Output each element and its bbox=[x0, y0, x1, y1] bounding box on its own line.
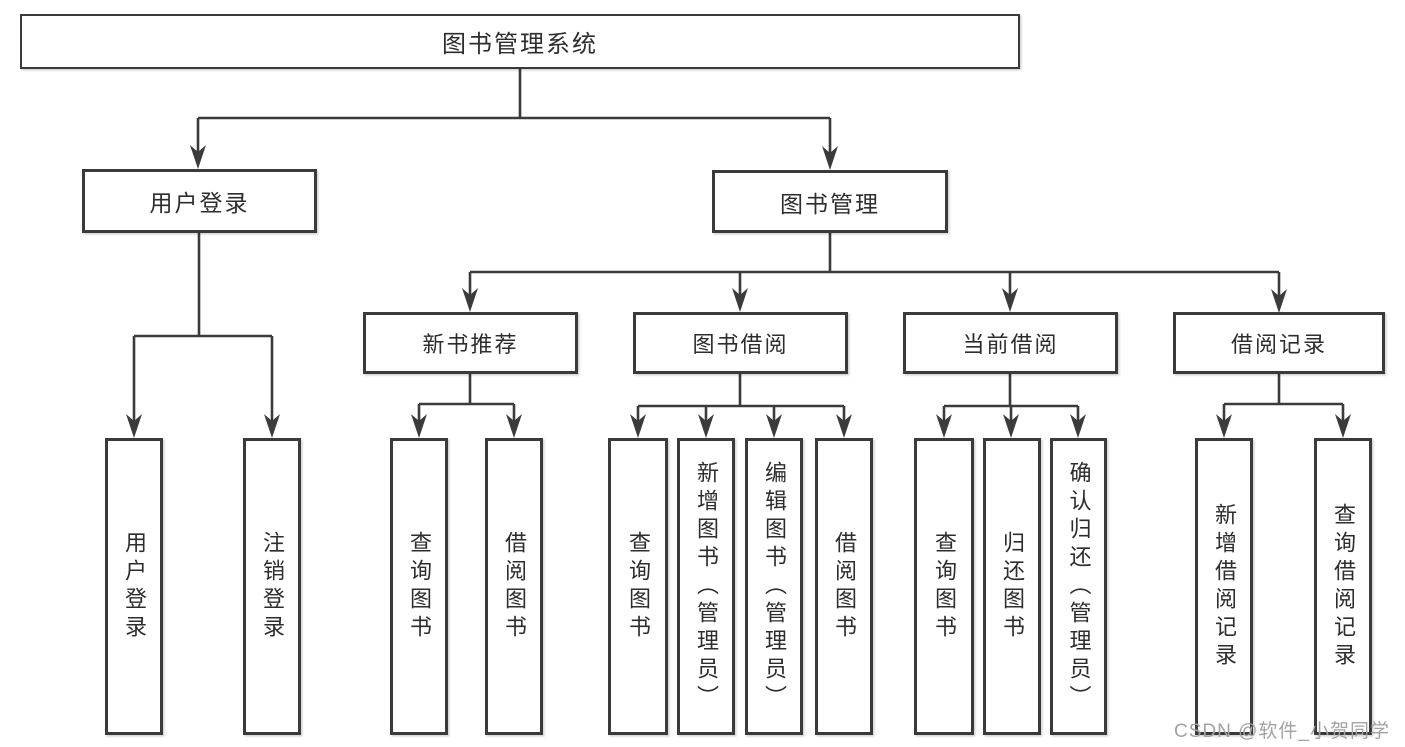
arrowhead-icon bbox=[698, 414, 714, 438]
node-user-login: 用户登录 bbox=[82, 169, 317, 233]
arrowhead-icon bbox=[822, 146, 838, 170]
node-leaf-add-books-admin: 新增图书（管理员） bbox=[677, 438, 735, 735]
node-leaf-return-books: 归还图书 bbox=[983, 438, 1041, 735]
node-leaf-add-borrow-record: 新增借阅记录 bbox=[1195, 438, 1253, 735]
node-book-management: 图书管理 bbox=[712, 170, 948, 233]
node-leaf-query-books-current: 查询图书 bbox=[914, 438, 974, 735]
arrowhead-icon bbox=[411, 414, 427, 438]
node-borrow-records: 借阅记录 bbox=[1173, 312, 1385, 374]
arrowhead-icon bbox=[1335, 414, 1351, 438]
node-leaf-query-books-borrow: 查询图书 bbox=[608, 438, 668, 735]
node-leaf-borrow-books: 借阅图书 bbox=[815, 438, 873, 735]
arrowhead-icon bbox=[1216, 414, 1232, 438]
node-leaf-logout-login: 注销登录 bbox=[243, 438, 301, 735]
arrowhead-icon bbox=[1003, 414, 1019, 438]
node-current-borrow: 当前借阅 bbox=[903, 312, 1118, 374]
arrowhead-icon bbox=[936, 414, 952, 438]
csdn-watermark: CSDN @软件_小贺同学 bbox=[1174, 721, 1390, 742]
arrowhead-icon bbox=[836, 414, 852, 438]
node-leaf-query-books-recommend: 查询图书 bbox=[390, 438, 448, 735]
arrowhead-icon bbox=[506, 414, 522, 438]
arrowhead-icon bbox=[264, 414, 280, 438]
arrowhead-icon bbox=[126, 414, 142, 438]
node-leaf-borrow-books-recommend: 借阅图书 bbox=[485, 438, 543, 735]
arrowhead-icon bbox=[462, 288, 478, 312]
arrowhead-icon bbox=[1271, 289, 1287, 313]
node-leaf-query-borrow-record: 查询借阅记录 bbox=[1314, 438, 1372, 735]
node-book-borrow: 图书借阅 bbox=[633, 312, 848, 374]
arrowhead-icon bbox=[732, 288, 748, 312]
node-leaf-confirm-return-admin: 确认归还（管理员） bbox=[1050, 438, 1107, 735]
arrowhead-icon bbox=[1002, 288, 1018, 312]
connector-path bbox=[132, 69, 1345, 422]
node-new-book-recommend: 新书推荐 bbox=[363, 312, 578, 374]
arrowhead-icon bbox=[1070, 414, 1086, 438]
arrowhead-icon bbox=[190, 145, 206, 169]
node-leaf-edit-books-admin: 编辑图书（管理员） bbox=[745, 438, 803, 735]
arrowhead-icon bbox=[766, 414, 782, 438]
node-leaf-user-login: 用户登录 bbox=[105, 438, 163, 735]
arrowhead-icon bbox=[630, 414, 646, 438]
node-library-management-system: 图书管理系统 bbox=[20, 14, 1020, 69]
